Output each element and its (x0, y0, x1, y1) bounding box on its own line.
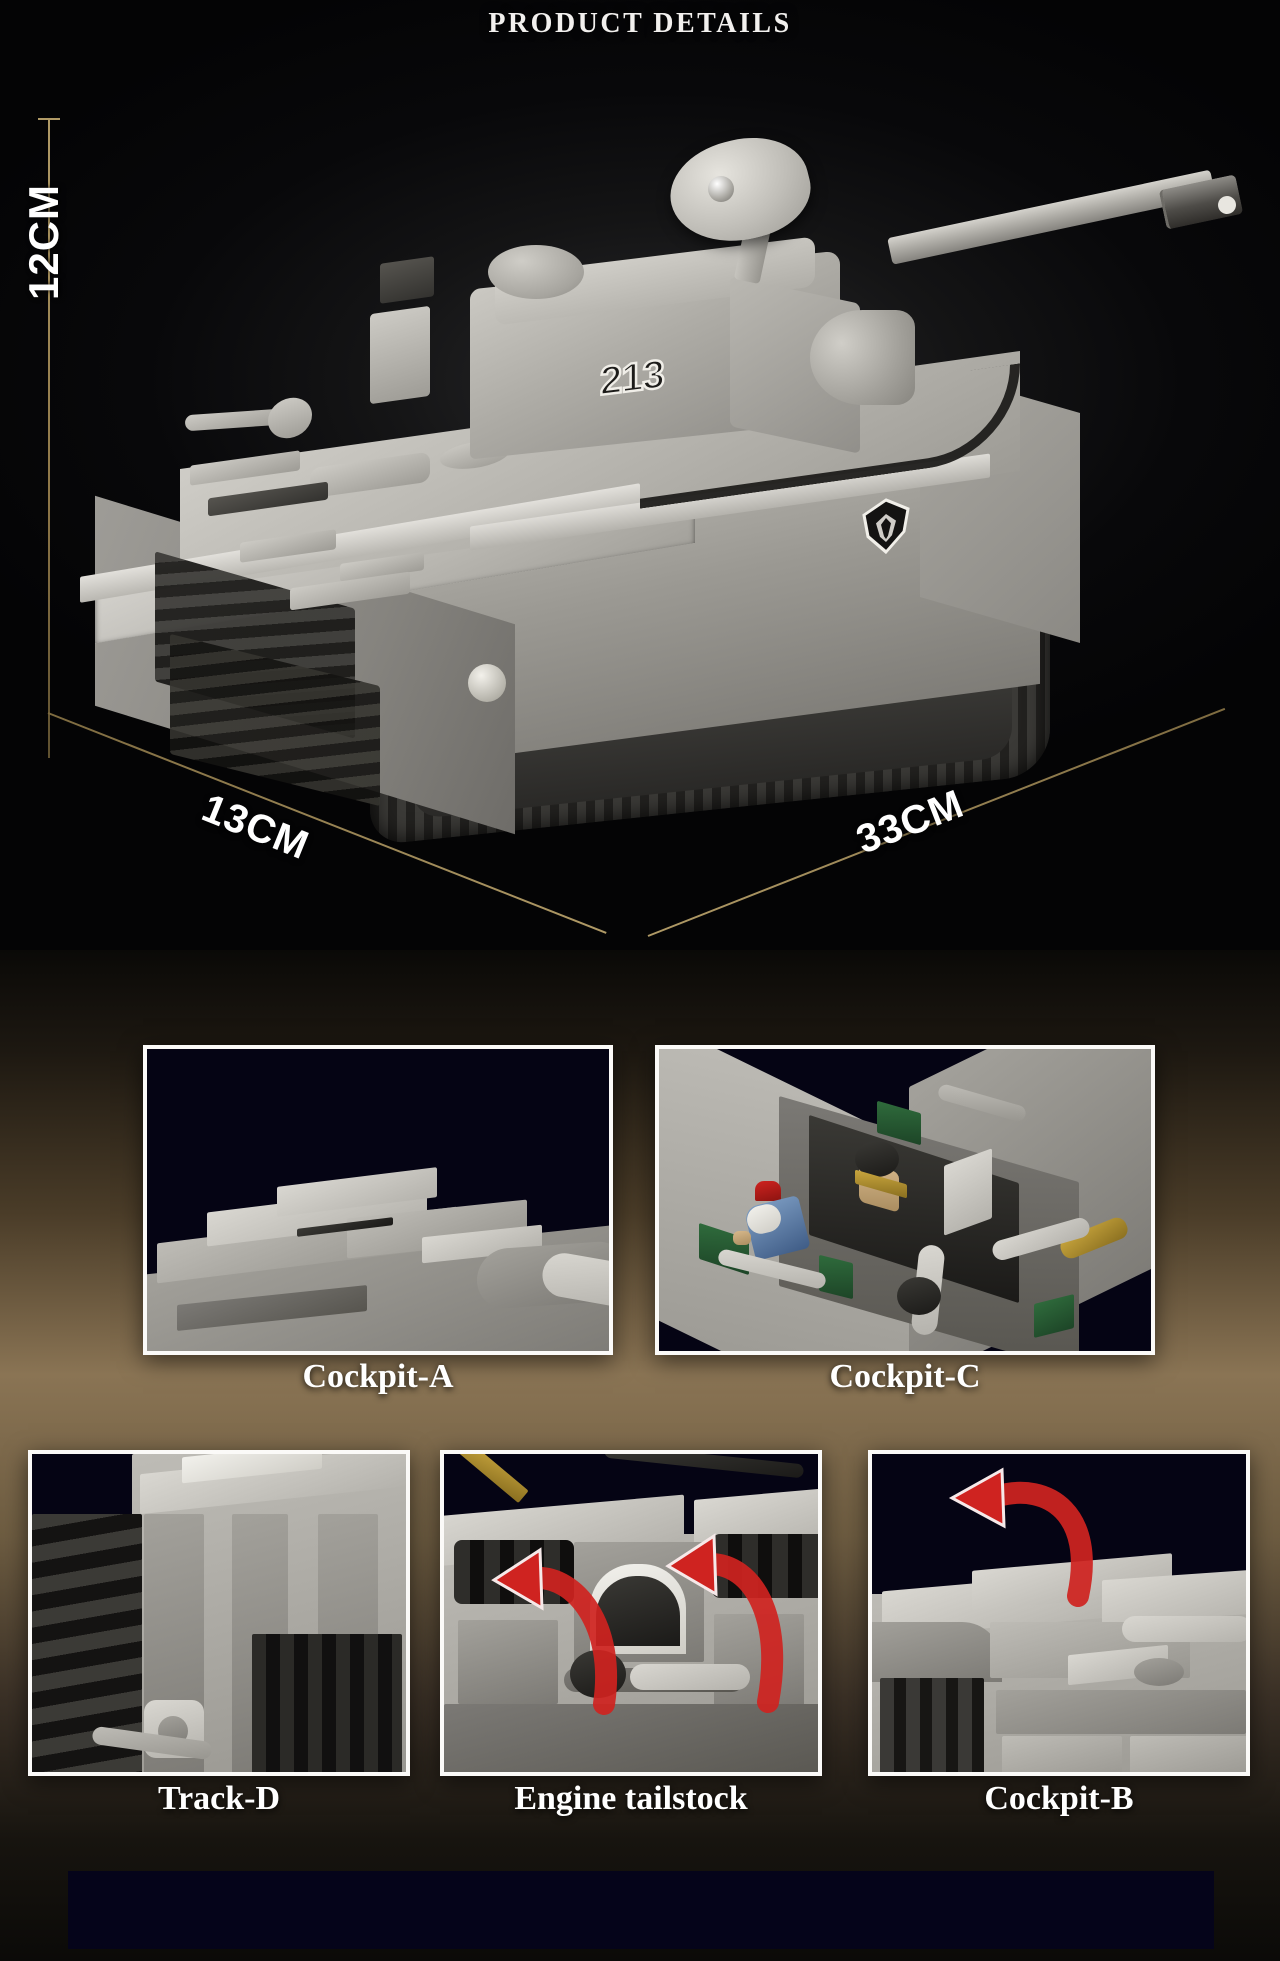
hero-section: PRODUCT DETAILS 12CM 13CM 33CM (0, 0, 1280, 950)
caption-cockpit-b: Cockpit-B (984, 1780, 1134, 1817)
caption-track-d: Track-D (157, 1780, 281, 1817)
commander-cupola (488, 245, 584, 299)
caption-cockpit-c: Cockpit-C (829, 1358, 981, 1395)
bottom-banner-strip (68, 1871, 1214, 1949)
hull-machine-gun (184, 408, 282, 432)
dimension-line-height (48, 118, 50, 758)
tank-model-image: 213 (40, 60, 1270, 890)
turret-stowage-lid (380, 256, 434, 304)
detail-panel-cockpit-b[interactable] (868, 1450, 1250, 1776)
turret-stowage-box (370, 305, 430, 405)
rotation-arrow-icon (948, 1467, 1093, 1607)
open-hatch-lid (659, 124, 821, 256)
turret-number-decal: 213 (599, 351, 665, 405)
hatch-periscope (708, 176, 734, 202)
rotation-arrow-icon (491, 1547, 618, 1715)
hull-emblem-icon (860, 494, 912, 557)
sprocket-hub (468, 664, 506, 702)
detail-panel-track-d[interactable] (28, 1450, 410, 1776)
gun-mantlet (810, 310, 915, 405)
page-title: PRODUCT DETAILS (488, 8, 792, 39)
rotation-arrow-icon (665, 1533, 784, 1713)
detail-panel-cockpit-a[interactable] (143, 1045, 613, 1355)
mg-ball-mount (268, 394, 312, 442)
caption-engine-tailstock: Engine tailstock (514, 1780, 748, 1817)
detail-panel-engine-tailstock[interactable] (440, 1450, 822, 1776)
detail-panels-section: Cockpit-A Cockpit-C (0, 950, 1280, 1961)
detail-panel-cockpit-c[interactable] (655, 1045, 1155, 1355)
caption-cockpit-a: Cockpit-A (302, 1358, 454, 1395)
